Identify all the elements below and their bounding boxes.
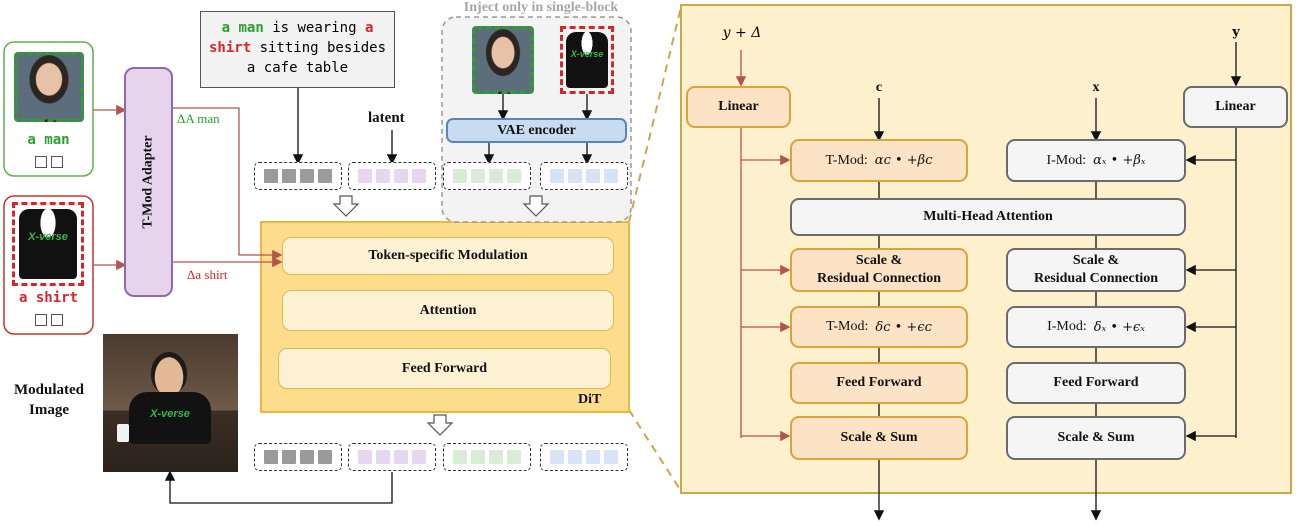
imod-block-2: I-Mod: δₓ • +ϵₓ (1006, 306, 1186, 348)
shirt-label: a shirt (18, 290, 78, 306)
token-row-latent (348, 162, 436, 190)
out-token-row-vae-shirt (540, 443, 628, 471)
token-row-vae-shirt (540, 162, 628, 190)
scale-sum-left-label: Scale & Sum (840, 430, 918, 445)
vae-header: Inject only in single-block (463, 0, 619, 15)
modulated-image: X-verse (103, 334, 238, 472)
x-label: x (1092, 80, 1100, 95)
imod2-formula: δₓ • +ϵₓ (1093, 319, 1145, 335)
out-token-row-vae-man (443, 443, 531, 471)
scale-sum-right-label: Scale & Sum (1057, 430, 1135, 445)
vae-shirt-logo: X-verse (570, 49, 604, 59)
dit-feed-forward: Feed Forward (278, 348, 611, 389)
dit-modulation-label: Token-specific Modulation (368, 248, 528, 263)
scale-sum-right: Scale & Sum (1006, 416, 1186, 460)
vae-shirt-photo: X-verse (560, 26, 614, 94)
token-row-vae-man (443, 162, 531, 190)
tmod-block-1: T-Mod: αᴄ • +βᴄ (790, 139, 968, 182)
scale-res-right-1: Scale & (1072, 253, 1120, 268)
delta-shirt-label: Δa shirt (187, 267, 228, 282)
dit-attention: Attention (282, 290, 614, 331)
prompt-shirt: a shirt (208, 20, 374, 56)
scale-residual-right: Scale & Residual Connection (1006, 248, 1186, 292)
detail-panel (680, 4, 1292, 494)
c-label: c (875, 80, 883, 95)
ff-left: Feed Forward (790, 362, 968, 404)
scale-res-left-2: Residual Connection (816, 271, 942, 286)
multi-head-attention: Multi-Head Attention (790, 198, 1186, 236)
vae-man-photo (472, 26, 534, 94)
token-row-text (254, 162, 342, 190)
modulated-label-line1: Modulated (13, 382, 84, 398)
scale-sum-left: Scale & Sum (790, 416, 968, 460)
imod1-formula: αₓ • +βₓ (1093, 153, 1146, 168)
mha-label: Multi-Head Attention (923, 209, 1053, 224)
ff-right-label: Feed Forward (1053, 375, 1139, 390)
input-y: y (1232, 25, 1240, 40)
man-checkboxes (4, 153, 93, 172)
ff-right: Feed Forward (1006, 362, 1186, 404)
shirt-photo: X-verse (12, 202, 84, 286)
tmod-adapter: T-Mod Adapter (124, 67, 173, 297)
linear-right-label: Linear (1215, 99, 1256, 114)
imod2-prefix: I-Mod: (1047, 319, 1087, 334)
scale-res-left-1: Scale & (855, 253, 903, 268)
tmod2-prefix: T-Mod: (826, 319, 869, 334)
imod1-prefix: I-Mod: (1046, 152, 1087, 168)
vae-encoder-label: VAE encoder (497, 122, 576, 138)
dit-ff-label: Feed Forward (401, 360, 488, 376)
tmod1-formula: αᴄ • +βᴄ (874, 153, 933, 168)
dit-attention-label: Attention (419, 302, 477, 318)
delta-man-label: ΔA man (177, 111, 220, 126)
vae-encoder: VAE encoder (446, 118, 627, 143)
latent-label: latent (368, 110, 405, 126)
prompt-end: sitting besides a cafe table (246, 40, 386, 76)
prompt-mid: is wearing (263, 20, 365, 36)
ff-left-label: Feed Forward (836, 375, 922, 390)
input-y-delta: y + Δ (722, 25, 762, 41)
prompt-box: a man is wearing a shirt sitting besides… (200, 11, 395, 88)
tmod-adapter-label: T-Mod Adapter (140, 135, 156, 229)
dit-modulation: Token-specific Modulation (282, 237, 614, 275)
linear-left-label: Linear (718, 99, 759, 114)
imod-block-1: I-Mod: αₓ • +βₓ (1006, 139, 1186, 182)
scale-residual-left: Scale & Residual Connection (790, 248, 968, 292)
out-token-row-latent (348, 443, 436, 471)
man-photo (14, 52, 84, 122)
linear-right: Linear (1183, 86, 1288, 128)
dit-label: DiT (578, 392, 602, 407)
tmod2-formula: δᴄ • +ϵᴄ (875, 319, 932, 335)
prompt-man: a man (221, 20, 264, 36)
man-label: a man (27, 132, 70, 148)
output-shirt-logo: X-verse (150, 408, 190, 420)
shirt-logo: X-verse (28, 231, 68, 243)
shirt-checkboxes (4, 311, 93, 330)
modulated-label-line2: Image (29, 402, 69, 418)
out-token-row-text (254, 443, 342, 471)
linear-left: Linear (686, 86, 791, 128)
tmod1-prefix: T-Mod: (825, 152, 868, 168)
scale-res-right-2: Residual Connection (1033, 271, 1159, 286)
tmod-block-2: T-Mod: δᴄ • +ϵᴄ (790, 306, 968, 348)
